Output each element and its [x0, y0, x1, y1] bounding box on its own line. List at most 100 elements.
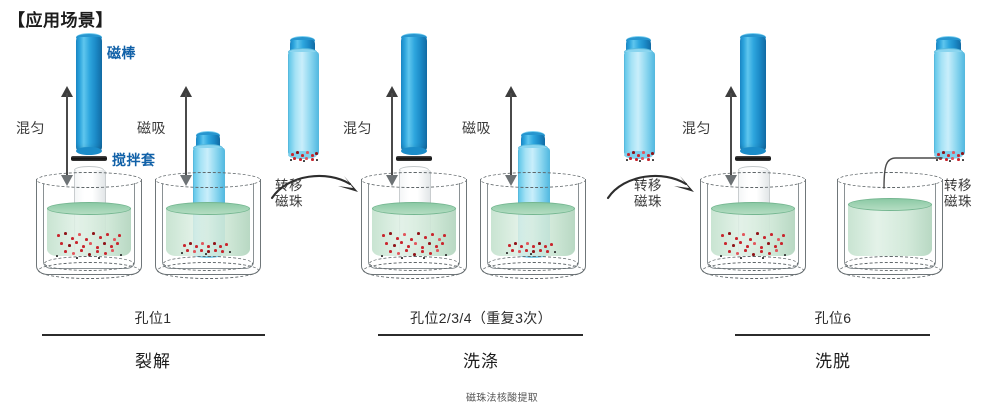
transfer-label-line2: 磁珠 [944, 194, 972, 210]
magnetic-rod [740, 33, 766, 155]
beaker-foot-ellipse [839, 262, 941, 279]
beaker-foot-ellipse [482, 262, 584, 279]
liquid [711, 208, 795, 256]
sleeve-body [288, 52, 319, 155]
phase-label-wash: 洗涤 [463, 352, 499, 371]
magnetic-rod [76, 33, 102, 155]
liquid-surface [47, 202, 131, 215]
stir-collar [735, 156, 771, 161]
liquid [491, 208, 575, 256]
rod-foot [76, 147, 102, 155]
transfer-label-3: 转移 磁珠 [944, 178, 972, 211]
magnet-arrow-1 [179, 86, 193, 186]
arrow-shaft [730, 93, 732, 179]
mix-arrow-1 [60, 86, 74, 186]
transfer-label-line2: 磁珠 [634, 194, 662, 210]
transfer-label-line1: 转移 [634, 178, 662, 193]
beaker-well-3a [700, 172, 806, 282]
transfer-label-1: 转移 磁珠 [275, 178, 303, 211]
arrow-head-down [61, 175, 73, 186]
arrow-head-up [61, 86, 73, 97]
rod-foot [401, 147, 427, 155]
mix-arrow-2 [385, 86, 399, 186]
mix-arrow-3 [724, 86, 738, 186]
stir-collar [71, 156, 107, 161]
beaker-foot-ellipse [702, 262, 804, 279]
arrow-shaft [510, 93, 512, 179]
liquid-surface [848, 198, 932, 211]
stir-collar [396, 156, 432, 161]
magnetic-beads-dispersed [54, 230, 124, 260]
stir-sleeve [624, 48, 655, 159]
arrow-head-down [725, 175, 737, 186]
liquid-surface [491, 202, 575, 215]
liquid [166, 208, 250, 256]
phase-divider-3 [735, 334, 930, 336]
arrow-head-down [386, 175, 398, 186]
arrow-head-up [386, 86, 398, 97]
well-label-1: 孔位1 [134, 310, 172, 326]
arrow-shaft [391, 93, 393, 179]
magnetic-beads-captured [181, 240, 235, 256]
phase-divider-1 [42, 334, 265, 336]
rod-body [76, 37, 102, 151]
rod-foot [740, 147, 766, 155]
transfer-arrow-curved [606, 174, 694, 200]
arrow-head-up [505, 86, 517, 97]
arrow-head-down [505, 175, 517, 186]
beaker-well-2b [480, 172, 586, 282]
figure-caption: 磁珠法核酸提取 [465, 393, 539, 404]
arrow-shaft [185, 93, 187, 179]
magnetic-beads-on-sleeve [936, 150, 964, 162]
beaker-well-1a [36, 172, 142, 282]
phase-label-lysis: 裂解 [135, 352, 171, 371]
action-label-mix-3: 混匀 [682, 120, 711, 136]
beaker-well-6 [837, 172, 943, 282]
beaker-well-2a [361, 172, 467, 282]
arrow-shaft [66, 93, 68, 179]
arrow-head-up [725, 86, 737, 97]
stir-sleeve [288, 48, 319, 159]
action-label-mix-1: 混匀 [16, 120, 45, 136]
transfer-label-line1: 转移 [275, 178, 303, 193]
liquid-surface [166, 202, 250, 215]
arrow-head-up [180, 86, 192, 97]
well-label-3: 孔位6 [814, 310, 852, 326]
magnetic-rod [401, 33, 427, 155]
transfer-label-line1: 转移 [944, 178, 972, 193]
liquid [372, 208, 456, 256]
magnetic-beads-on-sleeve [290, 150, 318, 162]
magnetic-rod-label: 磁棒 [107, 45, 136, 61]
sleeve-body [624, 52, 655, 155]
magnetic-beads-on-sleeve [626, 150, 654, 162]
beaker-well-1b [155, 172, 261, 282]
liquid-surface [711, 202, 795, 215]
beaker-foot-ellipse [363, 262, 465, 279]
page-title: 【应用场景】 [8, 11, 113, 30]
transfer-arrow-curved [270, 174, 358, 200]
stir-sleeve [934, 48, 965, 159]
magnetic-beads-dispersed [379, 230, 449, 260]
beaker-foot-ellipse [38, 262, 140, 279]
arrow-head-down [180, 175, 192, 186]
magnetic-beads-dispersed [718, 230, 788, 260]
magnet-arrow-2 [504, 86, 518, 186]
beaker-foot-ellipse [157, 262, 259, 279]
rod-body [740, 37, 766, 151]
transfer-leader-line [883, 157, 943, 189]
action-label-mix-2: 混匀 [343, 120, 372, 136]
phase-label-elution: 洗脱 [815, 352, 851, 371]
liquid [47, 208, 131, 256]
action-label-magnet-2: 磁吸 [462, 120, 491, 136]
well-label-2: 孔位2/3/4（重复3次） [409, 310, 553, 326]
rod-body [401, 37, 427, 151]
liquid [848, 204, 932, 256]
transfer-label-line2: 磁珠 [275, 194, 303, 210]
stir-sleeve-label: 搅拌套 [112, 152, 156, 168]
phase-divider-2 [378, 334, 583, 336]
sleeve-body [934, 52, 965, 155]
transfer-label-2: 转移 磁珠 [634, 178, 662, 211]
liquid-surface [372, 202, 456, 215]
action-label-magnet-1: 磁吸 [137, 120, 166, 136]
